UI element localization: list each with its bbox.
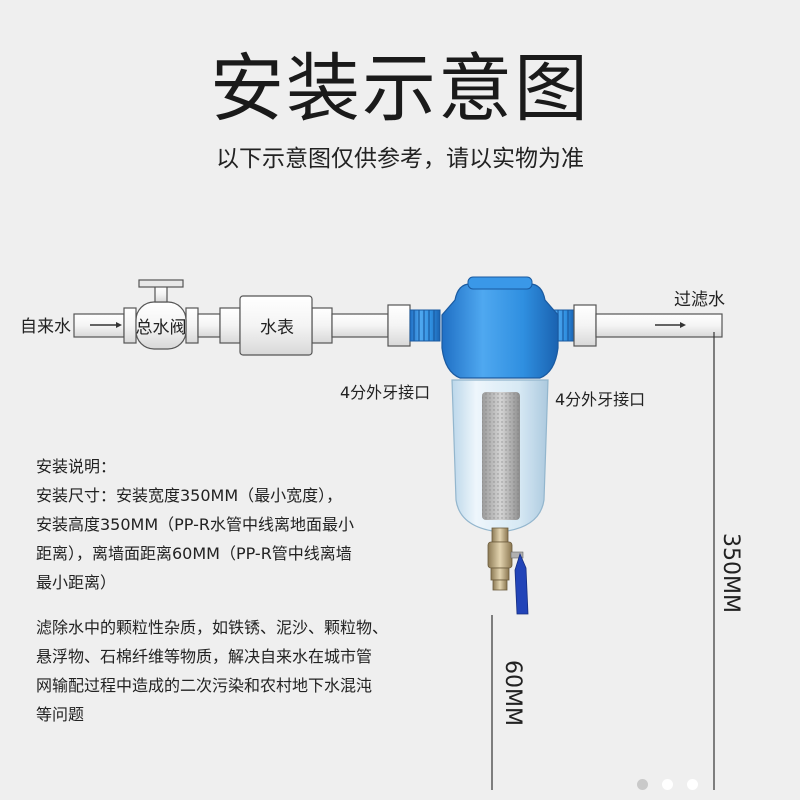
inflow-arrow bbox=[90, 322, 122, 328]
filtered-water-label: 过滤水 bbox=[674, 290, 725, 310]
height-350-label: 350MM bbox=[718, 533, 743, 613]
water-meter bbox=[239, 295, 313, 356]
outlet-pipe bbox=[573, 304, 723, 347]
height-60-label: 60MM bbox=[500, 660, 525, 726]
carousel-dot-3[interactable] bbox=[687, 779, 698, 790]
page-subtitle: 以下示意图仅供参考，请以实物为准 bbox=[216, 146, 584, 172]
installation-notes: 安装说明： 安装尺寸：安装宽度350MM（最小宽度）， 安装高度350MM（PP… bbox=[36, 457, 354, 592]
prefilter bbox=[409, 276, 575, 615]
page-title: 安装示意图 bbox=[210, 46, 590, 132]
carousel-dot-2[interactable] bbox=[662, 779, 673, 790]
main-valve-label: 总水阀 bbox=[136, 318, 187, 338]
thread-left-label: 4分外牙接口 bbox=[340, 383, 430, 402]
tap-water-label: 自来水 bbox=[20, 317, 71, 337]
filter-description: 滤除水中的颗粒性杂质，如铁锈、泥沙、颗粒物、 悬浮物、石棉纤维等物质，解决自来水… bbox=[36, 618, 389, 724]
outflow-arrow bbox=[655, 322, 686, 328]
water-meter-label: 水表 bbox=[260, 318, 294, 338]
thread-right-label: 4分外牙接口 bbox=[555, 390, 645, 409]
main-valve bbox=[135, 279, 187, 350]
carousel-dot-1[interactable] bbox=[637, 779, 648, 790]
